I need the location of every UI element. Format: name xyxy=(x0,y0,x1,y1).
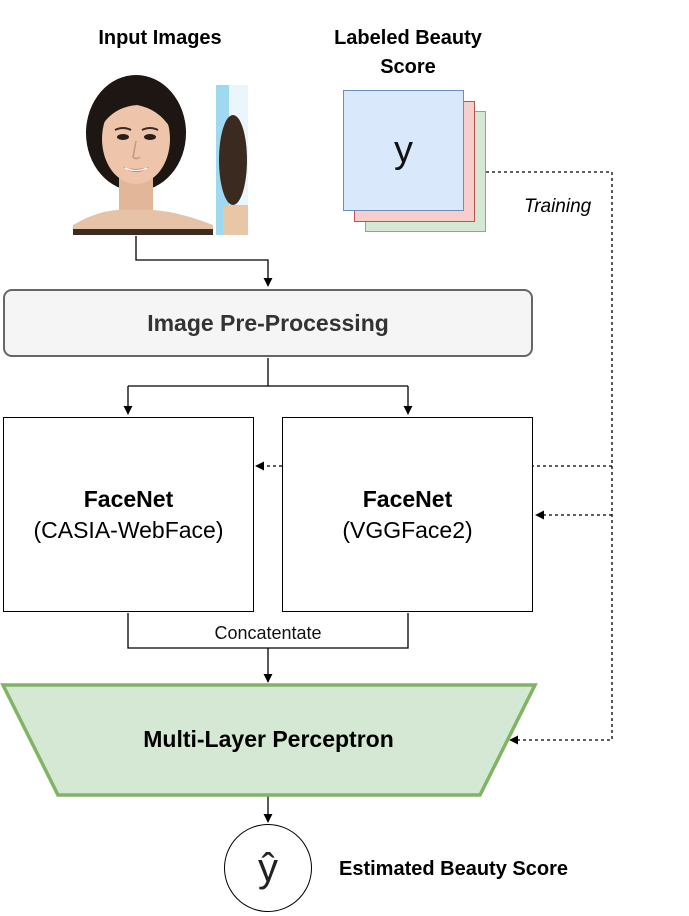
preprocess-box: Image Pre-Processing xyxy=(3,289,533,357)
label-card-blue: y xyxy=(343,90,464,211)
labeled-score-heading-line1: Labeled Beauty xyxy=(334,27,482,49)
arrow-preprocess-split xyxy=(128,358,408,387)
label-y-symbol: y xyxy=(394,129,413,171)
input-face-image xyxy=(73,75,248,235)
concatenate-label: Concatentate xyxy=(214,623,322,643)
training-label: Training xyxy=(524,196,592,217)
facenet-right-subtitle: (VGGFace2) xyxy=(342,516,473,543)
output-yhat-symbol: ŷ xyxy=(258,845,278,890)
training-dashed-line xyxy=(486,171,613,745)
mlp-trapezoid xyxy=(0,683,538,797)
preprocess-label: Image Pre-Processing xyxy=(147,309,389,336)
facenet-vggface2-box: FaceNet (VGGFace2) xyxy=(282,417,533,612)
mlp-label: Multi-Layer Perceptron xyxy=(143,726,394,752)
facenet-casia-box: FaceNet (CASIA-WebFace) xyxy=(3,417,254,612)
facenet-left-subtitle: (CASIA-WebFace) xyxy=(33,516,224,543)
input-images-heading: Input Images xyxy=(98,27,222,49)
facenet-right-title: FaceNet xyxy=(362,485,453,512)
labeled-score-heading-line2: Score xyxy=(380,56,436,78)
facenet-left-title: FaceNet xyxy=(83,485,174,512)
arrow-photo-to-preprocess xyxy=(135,236,273,287)
output-circle: ŷ xyxy=(224,824,312,912)
estimated-score-label: Estimated Beauty Score xyxy=(339,858,568,880)
